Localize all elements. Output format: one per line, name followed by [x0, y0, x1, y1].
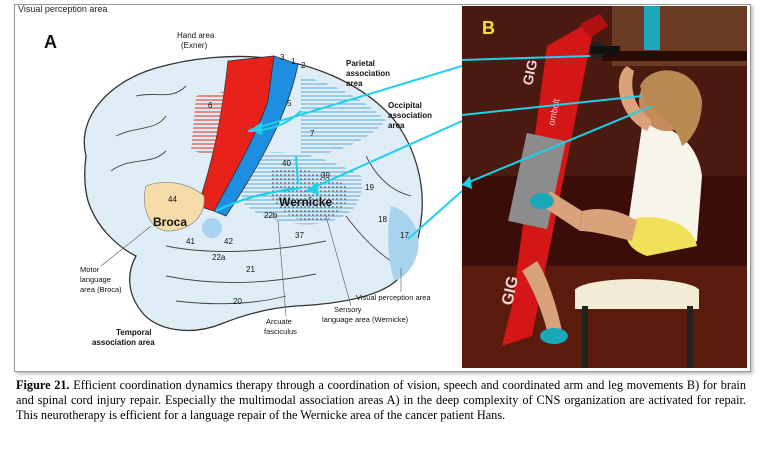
- coordination-arrows: [249, 65, 462, 240]
- label-motor-3: area (Broca): [80, 285, 122, 294]
- area-number: 42: [224, 237, 233, 246]
- therapy-photo: GIG GIG ombolt B: [462, 6, 747, 368]
- area-number: 37: [295, 231, 304, 240]
- label-arcuate-1: Arcuate: [266, 317, 292, 326]
- area-number: 5: [287, 99, 292, 108]
- label-parietal-area: area: [346, 79, 363, 88]
- area-number: 3: [280, 53, 285, 62]
- area-number: 22a: [212, 253, 226, 262]
- area-number: 21: [246, 265, 255, 274]
- label-occipital: Occipital: [388, 101, 422, 110]
- visual-perception-area: [388, 206, 419, 281]
- area-number: 19: [365, 183, 374, 192]
- area-number: 40: [282, 159, 291, 168]
- area-number: 17: [400, 231, 409, 240]
- area-number: 7: [310, 129, 315, 138]
- label-exner: (Exner): [181, 41, 208, 50]
- area-number: 18: [378, 215, 387, 224]
- label-occipital-assoc: association: [388, 111, 432, 120]
- photo-panel: GIG GIG ombolt B: [462, 6, 747, 368]
- area-number: 6: [208, 101, 213, 110]
- label-arcuate-2: fasciculus: [264, 327, 297, 336]
- area-number: 41: [186, 237, 195, 246]
- label-wernicke: Wernicke: [279, 195, 332, 209]
- brain-diagram: A Hand area (Exner) Parietal association…: [44, 31, 462, 347]
- label-temporal-2: association area: [92, 338, 155, 347]
- label-parietal: Parietal: [346, 59, 375, 68]
- broca-area: [144, 182, 205, 232]
- top-label: Visual perception area: [18, 4, 108, 14]
- caption-text: Efficient coordination dynamics therapy …: [16, 378, 747, 423]
- figure-caption: Figure 21. Efficient coordination dynami…: [16, 378, 746, 424]
- figure-label: Figure 21.: [16, 378, 70, 392]
- panel-b-letter: B: [482, 18, 495, 38]
- label-sensory-1: Sensory: [334, 305, 362, 314]
- area-number: 2: [301, 61, 306, 70]
- label-temporal-1: Temporal: [116, 328, 151, 337]
- label-motor-2: language: [80, 275, 111, 284]
- panel-a-letter: A: [44, 32, 57, 52]
- area-number: 1: [291, 57, 296, 66]
- label-visual: Visual perception area: [356, 293, 431, 302]
- area-number: 44: [168, 195, 177, 204]
- label-occipital-area: area: [388, 121, 405, 130]
- label-sensory-2: language area (Wernicke): [322, 315, 409, 324]
- label-hand-area: Hand area: [177, 31, 215, 40]
- label-broca: Broca: [153, 215, 187, 229]
- area-number: 39: [321, 171, 330, 180]
- label-parietal-assoc: association: [346, 69, 390, 78]
- area-number: 22b: [264, 211, 278, 220]
- label-motor-1: Motor: [80, 265, 100, 274]
- bike-label-upper: GIG: [519, 58, 540, 87]
- bike-label-lower: GIG: [499, 275, 522, 307]
- area-numbers: 3 1 2 6 5 7 40 39 44 22b 41 42 37 22a 21…: [168, 53, 409, 306]
- area-number: 20: [233, 297, 242, 306]
